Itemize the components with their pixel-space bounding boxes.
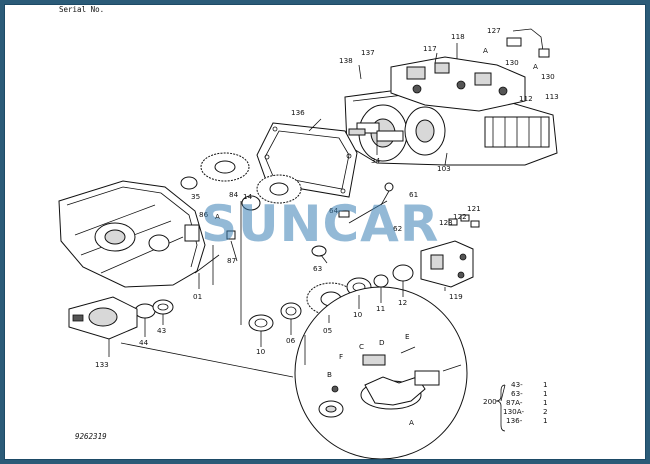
callout-123: 123 bbox=[439, 218, 453, 227]
callout-130a: 130 bbox=[505, 58, 519, 67]
fittings-121-123 bbox=[448, 214, 480, 228]
control-pipe bbox=[506, 28, 550, 58]
gear-pump-119 bbox=[420, 240, 474, 288]
watermark-logo: SUNCAR bbox=[201, 195, 439, 253]
callout-61: 61 bbox=[409, 190, 418, 199]
callout-01: 01 bbox=[193, 292, 202, 301]
callout-138: 138 bbox=[339, 56, 353, 65]
callout-44: 44 bbox=[139, 338, 149, 347]
kit-item-part: 63- bbox=[511, 389, 523, 398]
callout-119: 119 bbox=[449, 292, 463, 301]
callout-D: D bbox=[379, 338, 385, 347]
coupling-detail-circle bbox=[294, 286, 468, 459]
kit-number: 200 bbox=[483, 397, 497, 406]
ring-12 bbox=[392, 264, 414, 282]
callout-122: 122 bbox=[453, 212, 467, 221]
detail-leader bbox=[120, 342, 294, 378]
callout-43: 43 bbox=[157, 326, 166, 335]
kit-table: 200 43- 1 63- 1 87A- 1 130A- 2 136- 1 bbox=[483, 380, 548, 425]
callout-121: 121 bbox=[467, 204, 481, 213]
kit-item-part: 130A- bbox=[503, 407, 524, 416]
plug-87 bbox=[226, 230, 236, 240]
gear-84 bbox=[200, 152, 250, 182]
callout-10b: 10 bbox=[353, 310, 363, 319]
kit-item-qty: 1 bbox=[543, 380, 548, 389]
ring-63 bbox=[311, 245, 327, 257]
bolt-61-62 bbox=[348, 182, 394, 224]
kit-item-qty: 1 bbox=[543, 389, 548, 398]
kit-item-part: 43- bbox=[511, 380, 523, 389]
callout-133: 133 bbox=[95, 360, 109, 369]
kit-item-part: 87A- bbox=[506, 398, 523, 407]
callout-labels: 01 05 06 10 10 11 12 14 34 35 43 44 61 6… bbox=[95, 26, 559, 427]
callout-136: 136 bbox=[291, 108, 305, 117]
kit-item-part: 136- bbox=[506, 416, 523, 425]
ring-35 bbox=[180, 176, 198, 190]
callout-117: 117 bbox=[423, 44, 437, 53]
regulator-valve-block bbox=[390, 56, 526, 112]
figure-code: 9262319 bbox=[75, 432, 107, 441]
callout-05: 05 bbox=[323, 326, 332, 335]
callout-87: 87 bbox=[227, 256, 236, 265]
exploded-parts-diagram: Serial No. bbox=[58, 5, 559, 459]
shaft-gears-107 bbox=[348, 122, 404, 142]
callout-103: 103 bbox=[437, 164, 451, 173]
callout-A2: A bbox=[483, 46, 488, 55]
callout-12: 12 bbox=[398, 298, 407, 307]
callout-86: 86 bbox=[199, 210, 209, 219]
callout-F: F bbox=[339, 352, 343, 361]
callout-E: E bbox=[405, 332, 410, 341]
callout-A3: A bbox=[533, 62, 538, 71]
callout-B: B bbox=[327, 370, 332, 379]
kit-item-qty: 2 bbox=[543, 407, 548, 416]
ring-44 bbox=[134, 303, 156, 319]
callout-11: 11 bbox=[376, 304, 385, 313]
callout-34: 34 bbox=[371, 156, 381, 165]
callout-130b: 130 bbox=[541, 72, 555, 81]
callout-10a: 10 bbox=[256, 347, 266, 356]
bearing-06 bbox=[280, 302, 302, 320]
callout-62: 62 bbox=[393, 224, 402, 233]
gearbox-housing-01 bbox=[58, 180, 206, 288]
callout-84: 84 bbox=[229, 190, 239, 199]
callout-A1: A bbox=[215, 212, 220, 221]
ring-14 bbox=[241, 195, 261, 211]
callout-113: 113 bbox=[545, 92, 559, 101]
callout-63: 63 bbox=[313, 264, 322, 273]
callout-C: C bbox=[359, 342, 364, 351]
kit-item-qty: 1 bbox=[543, 398, 548, 407]
callout-35: 35 bbox=[191, 192, 200, 201]
pin-64 bbox=[338, 210, 350, 218]
ring-43 bbox=[152, 299, 174, 315]
ring-11 bbox=[373, 274, 389, 288]
gear-86 bbox=[256, 174, 302, 204]
callout-06: 06 bbox=[286, 336, 296, 345]
callout-64: 64 bbox=[329, 206, 339, 215]
bearing-10 bbox=[248, 314, 274, 332]
diagram-frame: Serial No. bbox=[4, 4, 646, 460]
callout-112: 112 bbox=[519, 94, 533, 103]
coupling-133 bbox=[68, 296, 138, 340]
kit-item-qty: 1 bbox=[543, 416, 548, 425]
serial-number-label: Serial No. bbox=[59, 5, 104, 14]
callout-127: 127 bbox=[487, 26, 501, 35]
callout-A4: A bbox=[409, 418, 414, 427]
callout-14: 14 bbox=[243, 192, 253, 201]
kit-bracket bbox=[495, 384, 506, 432]
callout-118: 118 bbox=[451, 32, 465, 41]
leader-lines bbox=[108, 43, 506, 402]
callout-137: 137 bbox=[361, 48, 375, 57]
